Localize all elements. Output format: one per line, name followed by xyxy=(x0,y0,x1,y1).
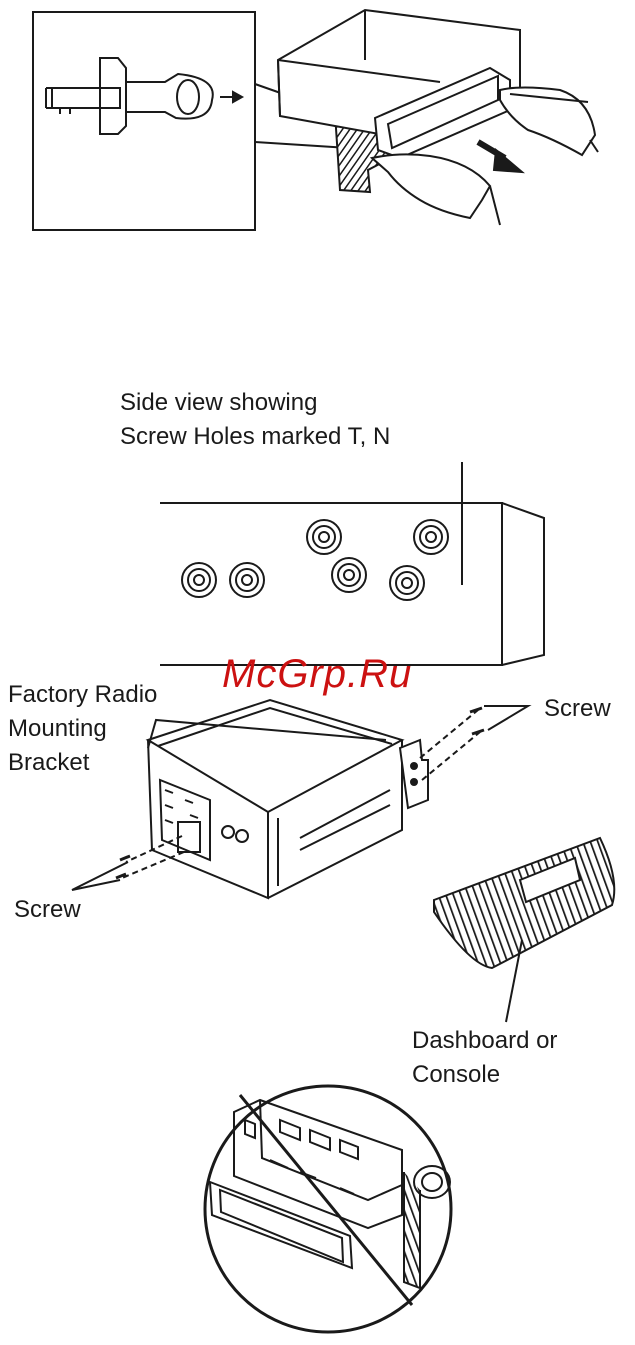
bracket-label: Factory Radio Mounting Bracket xyxy=(8,678,157,780)
do-not-figure xyxy=(205,1086,451,1332)
watermark: McGrp.Ru xyxy=(222,652,412,697)
dashboard-label-line2: Console xyxy=(412,1058,557,1092)
key-icon xyxy=(404,1166,450,1288)
bracket-label-line1: Factory Radio xyxy=(8,678,157,712)
key-inset-frame xyxy=(33,12,255,230)
side-view-caption: Side view showing Screw Holes marked T, … xyxy=(120,386,390,454)
screw-label-left: Screw xyxy=(14,893,81,927)
screw-hole-icon xyxy=(390,566,424,600)
screw-pointer-right xyxy=(484,706,528,730)
screw-label-right: Screw xyxy=(544,692,611,726)
side-view-figure xyxy=(160,462,544,665)
screw-hole-icon xyxy=(230,563,264,597)
dashboard-label-line1: Dashboard or xyxy=(412,1024,557,1058)
screw-hole-icon xyxy=(307,520,341,554)
side-view-caption-line2: Screw Holes marked T, N xyxy=(120,420,390,454)
bracket-label-line2: Mounting xyxy=(8,712,157,746)
bracket-label-line3: Bracket xyxy=(8,746,157,780)
removal-key-icon xyxy=(46,58,213,134)
key-removal-figure xyxy=(33,10,598,230)
side-view-caption-line1: Side view showing xyxy=(120,386,390,420)
screw-hole-icon xyxy=(332,558,366,592)
screw-hole-icon xyxy=(182,563,216,597)
screw-hole-icon xyxy=(414,520,448,554)
dashboard-label: Dashboard or Console xyxy=(412,1024,557,1092)
dashboard-figure xyxy=(434,838,614,1022)
